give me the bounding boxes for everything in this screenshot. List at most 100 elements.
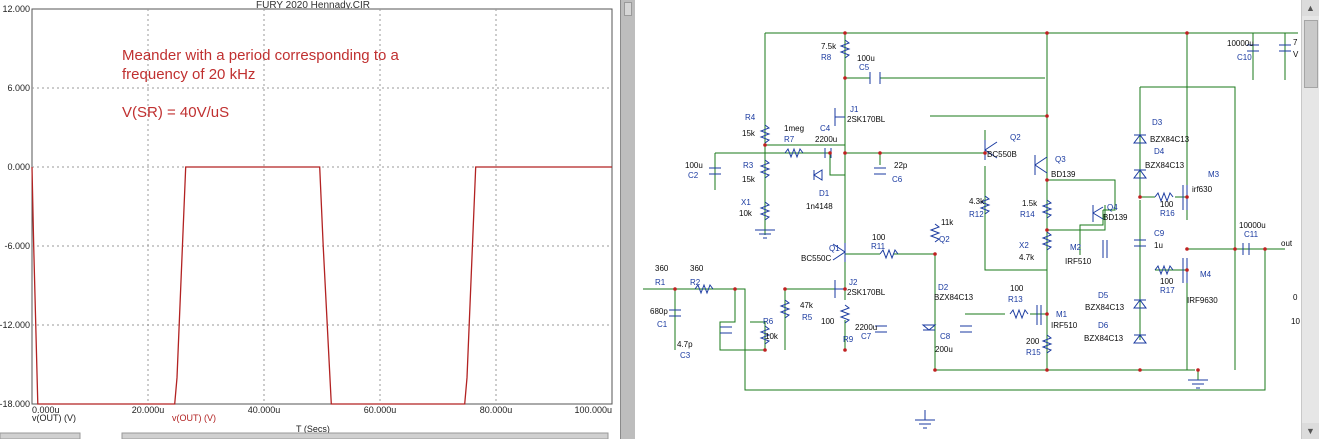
wire-junction: [843, 31, 847, 35]
label-M3-value: irf630: [1192, 185, 1213, 194]
wire-junction: [983, 151, 987, 155]
label-C4: C4: [820, 124, 831, 133]
wire-junction: [1185, 195, 1189, 199]
expr-mid[interactable]: v(OUT) (V): [172, 413, 216, 423]
label-Q3-value: BD139: [1051, 170, 1076, 179]
label-M1: M1: [1056, 310, 1068, 319]
wire-junction: [878, 151, 882, 155]
label-M2: M2: [1070, 243, 1082, 252]
label-D6: D6: [1098, 321, 1109, 330]
wire-junction: [763, 348, 767, 352]
wire-junction: [843, 348, 847, 352]
label-R3: R3: [743, 161, 754, 170]
wire-junction: [1045, 312, 1049, 316]
y-tick-label: -12.000: [0, 320, 30, 330]
label-D4: D4: [1154, 147, 1165, 156]
schematic-window[interactable]: 7.5k R8 100u C5 J1 2SK170BL R4 15k 1meg …: [635, 0, 1319, 439]
x-tick-label: 40.000u: [248, 405, 281, 415]
label-J1-value: 2SK170BL: [847, 115, 886, 124]
label-R10: R11: [871, 242, 886, 251]
label-R8: R8: [821, 53, 832, 62]
y-tick-label: 0.000: [7, 162, 30, 172]
label-R15: R15: [1026, 348, 1041, 357]
label-Q1-value: BC550C: [801, 254, 831, 263]
label-R10-value: 100: [872, 233, 886, 242]
label-C6: C6: [892, 175, 903, 184]
wire-junction: [1045, 228, 1049, 232]
label-R7-value: 1meg: [784, 124, 804, 133]
label-R8-value: 7.5k: [821, 42, 837, 51]
label-C2-value: 100u: [685, 161, 703, 170]
edge-text-2: V: [1293, 50, 1299, 59]
label-R6-value: 10k: [765, 332, 779, 341]
schematic-canvas[interactable]: 7.5k R8 100u C5 J1 2SK170BL R4 15k 1meg …: [635, 0, 1319, 439]
label-R14-value: 1.5k: [1022, 199, 1038, 208]
scroll-up-icon[interactable]: ▲: [1302, 0, 1319, 16]
x-tick-label: 20.000u: [132, 405, 165, 415]
scroll-thumb[interactable]: [1304, 20, 1318, 88]
label-M3: M3: [1208, 170, 1220, 179]
label-C3: C3: [680, 351, 691, 360]
edge-text-1: 7: [1293, 38, 1298, 47]
label-C2: C2: [688, 171, 699, 180]
splitter-grip[interactable]: [624, 2, 632, 16]
label-D5-value: BZX84C13: [1085, 303, 1125, 312]
window-title: FURY 2020 Hennady.CIR: [256, 0, 370, 11]
label-C9: C9: [1154, 229, 1165, 238]
wire-junction: [1045, 31, 1049, 35]
wire-junction: [733, 287, 737, 291]
label-R2: R2: [690, 278, 701, 287]
label-D3-value: BZX84C13: [1150, 135, 1190, 144]
label-C5: C5: [859, 63, 870, 72]
label-C6-value: 22p: [894, 161, 908, 170]
trace-vout[interactable]: [31, 166, 612, 405]
label-R5-value: 47k: [800, 301, 814, 310]
expr-left[interactable]: v(OUT) (V): [32, 413, 76, 423]
wire-junction: [1185, 268, 1189, 272]
x-tick-label: 0.000u: [32, 405, 60, 415]
label-R9: R9: [843, 335, 854, 344]
wire-junction: [1045, 368, 1049, 372]
label-C8-value: 200u: [935, 345, 953, 354]
wire-junction: [933, 368, 937, 372]
splitter[interactable]: [620, 0, 636, 439]
wire-junction: [1138, 368, 1142, 372]
label-Q4-value: BD139: [1103, 213, 1128, 222]
wire-junction: [1138, 195, 1142, 199]
scroll-down-icon[interactable]: ▼: [1302, 423, 1319, 439]
label-C5-value: 100u: [857, 54, 875, 63]
label-out: out: [1281, 239, 1293, 248]
label-X2: X2: [1019, 241, 1029, 250]
annotation-line-1: Meander with a period corresponding to a: [122, 47, 399, 64]
label-R2-value: 360: [690, 264, 704, 273]
wire-junction: [783, 287, 787, 291]
y-tick-label: -6.000: [4, 241, 30, 251]
label-R12-value: 4.3k: [969, 197, 985, 206]
label-R12: R12: [969, 210, 984, 219]
x-tick-label: 80.000u: [480, 405, 513, 415]
label-R16: R16: [1160, 209, 1175, 218]
label-Q4: Q4: [1107, 203, 1118, 212]
label-R3-value: 15k: [742, 175, 756, 184]
label-C7: C7: [861, 332, 872, 341]
label-R7: R7: [784, 135, 795, 144]
label-J1: J1: [850, 105, 859, 114]
label-C9-value: 1u: [1154, 241, 1163, 250]
label-Q1: Q1: [829, 244, 840, 253]
label-D1: D1: [819, 189, 830, 198]
label-J2: J2: [849, 278, 858, 287]
label-R4: R4: [745, 113, 756, 122]
wire-junction: [763, 143, 767, 147]
y-tick-label: 12.000: [2, 4, 30, 14]
wire-junction: [828, 151, 832, 155]
label-X2-value: 4.7k: [1019, 253, 1035, 262]
wire-junction: [1263, 247, 1267, 251]
vertical-scrollbar[interactable]: ▲ ▼: [1301, 0, 1319, 439]
label-C11-value: 10000u: [1239, 221, 1266, 230]
wire-junction: [673, 287, 677, 291]
label-R11-value: 11k: [941, 218, 954, 227]
label-X1: X1: [741, 198, 751, 207]
label-C10: C10: [1237, 53, 1252, 62]
